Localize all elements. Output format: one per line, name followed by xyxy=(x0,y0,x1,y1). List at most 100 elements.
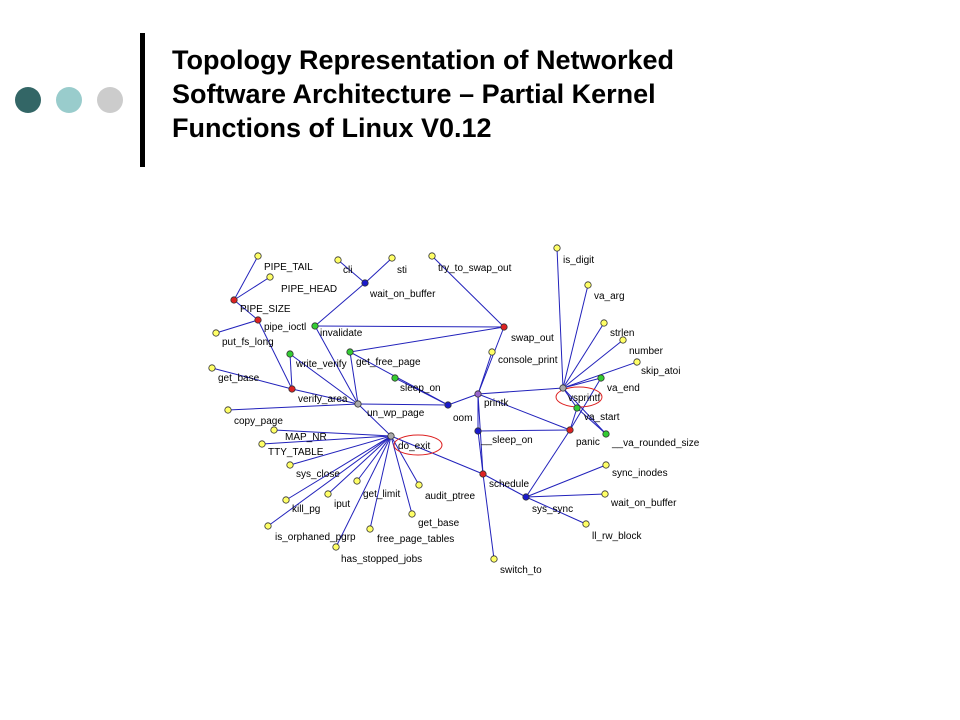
edge-va_start-panic xyxy=(569,407,578,431)
node-wait_on_buffer2 xyxy=(601,490,609,498)
node-label-pipe_tail: PIPE_TAIL xyxy=(264,262,313,273)
node-write_verify xyxy=(286,350,294,358)
edge-pipe_ioctl-verify_area xyxy=(257,319,293,390)
edge-un_wp_page-do_exit xyxy=(357,403,392,437)
slide-title: Topology Representation of Networked Sof… xyxy=(172,43,932,145)
edge-printk-vsprintf xyxy=(477,387,564,395)
node-label-sys_close: sys_close xyxy=(296,469,340,480)
node-label-try_to_swap_out: try_to_swap_out xyxy=(438,263,512,274)
node-label-wait_on_buffer: wait_on_buffer xyxy=(369,289,436,300)
node-label-has_stopped_jobs: has_stopped_jobs xyxy=(341,554,422,565)
node-iput xyxy=(324,490,332,498)
node-label-is_digit: is_digit xyxy=(563,255,594,266)
edge-va_arg-vsprintf xyxy=(562,284,589,389)
node-label-sync_inodes: sync_inodes xyxy=(612,468,668,479)
edge-number-vsprintf xyxy=(562,339,624,389)
edge-get_base_left-verify_area xyxy=(211,367,293,390)
edge-get_free_page-un_wp_page xyxy=(349,351,359,405)
node-va_end xyxy=(597,374,605,382)
node-label-get_base_left: get_base xyxy=(218,373,260,384)
edge-wait_on_buffer-invalidate xyxy=(314,282,366,327)
node-label-switch_to: switch_to xyxy=(500,565,542,576)
edge-sti-wait_on_buffer xyxy=(364,257,393,284)
node-label-wait_on_buffer2: wait_on_buffer xyxy=(610,498,677,509)
node-label-pipe_head: PIPE_HEAD xyxy=(281,284,337,295)
edge-is_orphaned_pgrp-do_exit xyxy=(267,435,392,527)
edge-free_page_tables-do_exit xyxy=(369,435,392,530)
edge-schedule-printk xyxy=(477,393,484,475)
node-label-sleep_on2: __sleep_on xyxy=(480,435,533,446)
highlight-ring-do_exit xyxy=(393,434,443,456)
edge-strlen-vsprintf xyxy=(562,322,605,389)
node-swap_out xyxy=(500,323,508,331)
node-label-do_exit: do_exit xyxy=(398,441,430,452)
node-label-get_base_bottom: get_base xyxy=(418,518,460,529)
node-label-sys_sync: sys_sync xyxy=(532,504,573,515)
edge-iput-do_exit xyxy=(327,435,392,495)
node-get_base_left xyxy=(208,364,216,372)
node-label-get_free_page: get_free_page xyxy=(356,357,421,368)
node-ll_rw_block xyxy=(582,520,590,528)
edge-invalidate-swap_out xyxy=(314,325,505,328)
node-sleep_on xyxy=(391,374,399,382)
node-label-ll_rw_block: ll_rw_block xyxy=(592,531,642,542)
node-va_start xyxy=(573,404,581,412)
node-label-cli: cli xyxy=(343,265,352,276)
node-label-pipe_ioctl: pipe_ioctl xyxy=(264,322,306,333)
edge-tty_table-do_exit xyxy=(261,435,392,445)
edge-sleep_on-oom xyxy=(394,377,449,406)
node-va_rounded_size xyxy=(602,430,610,438)
edge-pipe_size-pipe_ioctl xyxy=(233,299,259,321)
slide-title-line-3: Functions of Linux V0.12 xyxy=(172,113,492,143)
edge-sleep_on2-panic xyxy=(477,429,571,432)
edge-write_verify-un_wp_page xyxy=(289,353,359,405)
title-accent-bar xyxy=(140,33,145,167)
node-free_page_tables xyxy=(366,525,374,533)
node-un_wp_page xyxy=(354,400,362,408)
node-kill_pg xyxy=(282,496,290,504)
node-label-sleep_on: sleep_on xyxy=(400,383,441,394)
edge-sys_sync-wait_on_buffer2 xyxy=(525,493,606,498)
edge-is_digit-vsprintf xyxy=(556,247,564,389)
node-is_digit xyxy=(553,244,561,252)
node-sleep_on2 xyxy=(474,427,482,435)
edge-do_exit-schedule xyxy=(390,435,484,475)
edge-invalidate-un_wp_page xyxy=(314,325,359,405)
node-switch_to xyxy=(490,555,498,563)
slide-title-line-2: Software Architecture – Partial Kernel xyxy=(172,79,656,109)
node-sys_sync xyxy=(522,493,530,501)
labels: PIPE_TAIL cli sti try_to_swap_out is_digitPI… xyxy=(218,255,700,576)
edges xyxy=(211,247,638,560)
edge-console_print-printk xyxy=(477,351,493,395)
node-label-invalidate: invalidate xyxy=(320,328,363,339)
edge-pipe_tail-pipe_size xyxy=(233,255,259,301)
node-label-is_orphaned_pgrp: is_orphaned_pgrp xyxy=(275,532,356,543)
edge-schedule-switch_to xyxy=(482,473,495,560)
edge-audit_ptree-do_exit xyxy=(390,435,420,486)
node-get_limit xyxy=(353,477,361,485)
node-do_exit xyxy=(387,432,395,440)
node-label-un_wp_page: un_wp_page xyxy=(367,408,425,419)
edge-write_verify-verify_area xyxy=(289,353,293,390)
decorative-dot-light xyxy=(97,87,123,113)
edge-un_wp_page-oom xyxy=(357,403,449,406)
node-pipe_ioctl xyxy=(254,316,262,324)
node-pipe_size xyxy=(230,296,238,304)
node-schedule xyxy=(479,470,487,478)
node-get_free_page xyxy=(346,348,354,356)
node-cli xyxy=(334,256,342,264)
node-label-va_arg: va_arg xyxy=(594,291,625,302)
node-label-sti: sti xyxy=(397,265,407,276)
node-invalidate xyxy=(311,322,319,330)
node-is_orphaned_pgrp xyxy=(264,522,272,530)
node-label-number: number xyxy=(629,346,664,357)
node-label-tty_table: TTY_TABLE xyxy=(268,447,324,458)
node-label-copy_page: copy_page xyxy=(234,416,283,427)
node-printk xyxy=(474,390,482,398)
node-label-put_fs_long: put_fs_long xyxy=(222,337,274,348)
edge-get_base_bottom-do_exit xyxy=(390,435,413,515)
node-tty_table xyxy=(258,440,266,448)
node-label-strlen: strlen xyxy=(610,328,634,339)
node-label-free_page_tables: free_page_tables xyxy=(377,534,454,545)
node-label-audit_ptree: audit_ptree xyxy=(425,491,475,502)
